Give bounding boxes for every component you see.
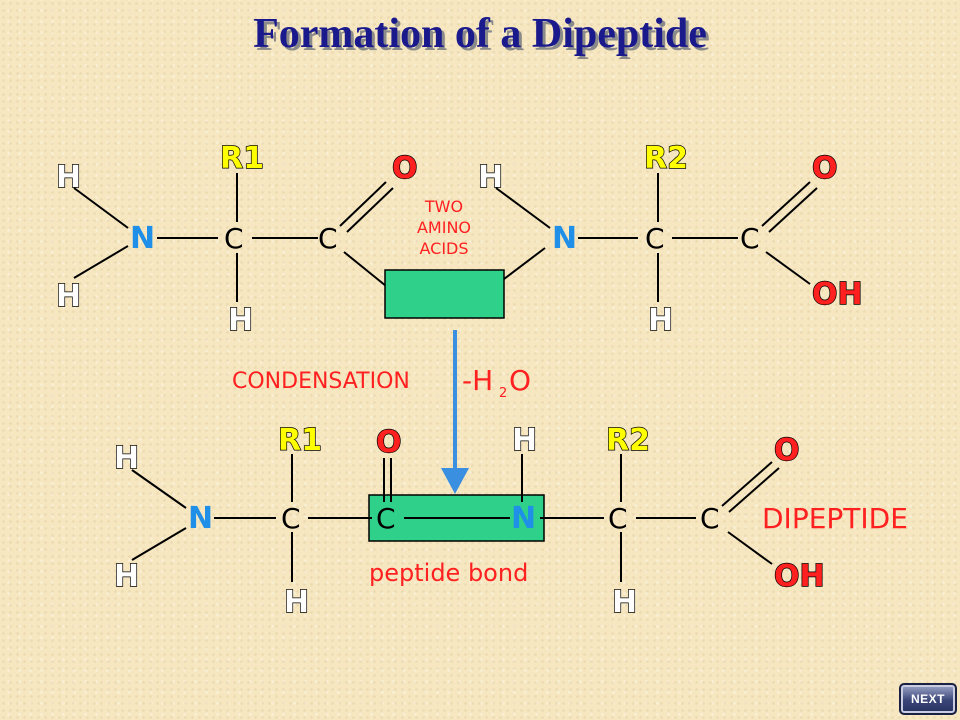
atom-n: N — [130, 221, 155, 256]
atom-n: N — [188, 501, 213, 536]
label-line: ACIDS — [419, 239, 468, 258]
peptide-bond-label: peptide bond — [369, 559, 528, 587]
atom-c: C — [376, 502, 396, 535]
atom-r1: R1 — [220, 141, 264, 176]
bonds-amino-acid-2 — [495, 173, 818, 302]
atom-h: H — [478, 160, 503, 195]
dipeptide-label: DIPEPTIDE — [762, 502, 908, 535]
condensation-label: CONDENSATION — [232, 369, 410, 394]
page-title: Formation of a Dipeptide — [253, 11, 707, 57]
atom-oh: OH — [812, 277, 863, 312]
atom-n: N — [552, 221, 577, 256]
atom-r2: R2 — [606, 423, 650, 458]
next-button[interactable]: NEXT — [899, 683, 957, 715]
two-amino-acids-label: TWO AMINO ACIDS — [417, 197, 471, 258]
label-line: AMINO — [417, 218, 471, 237]
atom-h: H — [648, 303, 673, 338]
atom-o: O — [774, 433, 800, 468]
atom-n: N — [511, 501, 536, 536]
atom-h: H — [512, 423, 537, 458]
atom-h: H — [56, 279, 81, 314]
atom-o: O — [392, 151, 418, 186]
amino-acid-2: H N C R2 H C O OH — [477, 140, 863, 338]
label-line: TWO — [424, 197, 463, 216]
atom-c: C — [645, 222, 665, 255]
atom-o: O — [376, 425, 402, 460]
atom-c: C — [281, 502, 301, 535]
atom-c: C — [318, 222, 338, 255]
water-removal-box — [384, 269, 505, 319]
dipeptide-molecule: H H N C R1 H C O N H C R2 H C O OH — [113, 422, 825, 620]
water-minus-h: -H — [462, 364, 493, 397]
atom-o: O — [812, 151, 838, 186]
water-formula: -H 2 O — [462, 364, 531, 401]
atom-h: H — [612, 585, 637, 620]
atom-h: H — [228, 303, 253, 338]
atom-c: C — [224, 222, 244, 255]
atom-h: H — [284, 585, 309, 620]
atom-r2: R2 — [644, 141, 688, 176]
atom-h: H — [114, 441, 139, 476]
atom-c: C — [700, 502, 720, 535]
water-oxygen: O — [509, 364, 531, 397]
bonds-dipeptide — [131, 454, 780, 582]
condensation-arrow — [441, 330, 469, 494]
bonds-amino-acid-1 — [73, 173, 394, 302]
atom-r1: R1 — [278, 423, 322, 458]
atom-h: H — [56, 160, 81, 195]
atom-oh: OH — [774, 559, 825, 594]
atom-c: C — [608, 502, 628, 535]
amino-acid-1: H H N C R1 H C O — [55, 140, 418, 338]
atom-c: C — [740, 222, 760, 255]
water-subscript: 2 — [499, 386, 507, 401]
atom-h: H — [114, 559, 139, 594]
